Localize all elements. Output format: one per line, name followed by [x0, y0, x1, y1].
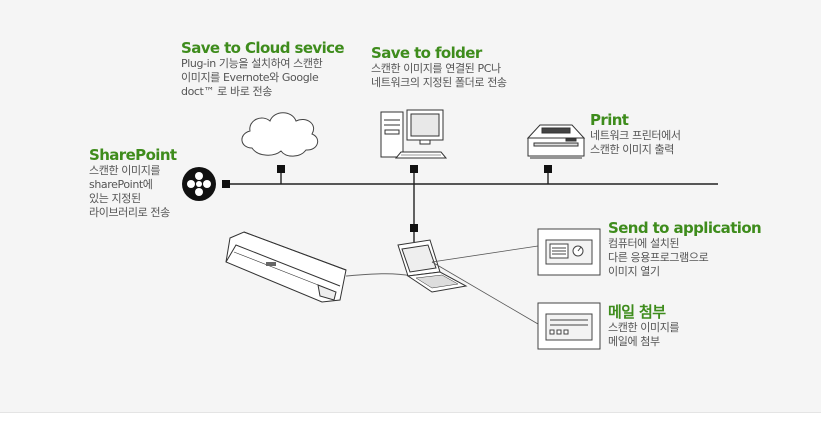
laptop-icon — [397, 239, 468, 293]
network-diagram — [182, 109, 718, 350]
folder-description: 스캔한 이미지를 연결된 PC나 네트워크의 지정된 폴더로 전송 — [371, 62, 507, 89]
folder-connector-node — [410, 165, 418, 173]
desktop-computer-icon — [380, 109, 448, 159]
sharepoint-connector-node — [222, 180, 230, 188]
cloud-connector-node — [277, 165, 285, 173]
folder-title: Save to folder — [371, 44, 482, 62]
mail-description: 스캔한 이미지를 메일에 첨부 — [608, 321, 680, 348]
sharepoint-label-group: SharePoint 스캔한 이미지를 sharePoint에 있는 지정된 라… — [89, 146, 177, 220]
print-title: Print — [590, 111, 629, 129]
mail-title: 메일 첨부 — [608, 303, 666, 321]
cloud-label-group: Save to Cloud sevice Plug-in 기능을 설치하여 스캔… — [181, 39, 345, 99]
application-pointer-line — [431, 245, 539, 263]
print-label-group: Print 네트워크 프린터에서 스캔한 이미지 출력 — [590, 111, 681, 157]
laptop-connector-node — [410, 224, 418, 232]
mail-pointer-line — [431, 261, 539, 325]
mail-label-group: 메일 첨부 스캔한 이미지를 메일에 첨부 — [608, 303, 680, 349]
usb-cable — [345, 273, 413, 277]
cloud-title: Save to Cloud sevice — [181, 39, 345, 57]
sharepoint-description: 스캔한 이미지를 sharePoint에 있는 지정된 라이브러리로 전송 — [89, 164, 170, 219]
application-window-icon — [537, 228, 601, 276]
sharepoint-icon — [182, 167, 216, 201]
cloud-description: Plug-in 기능을 설치하여 스캔한 이미지를 Evernote와 Goog… — [181, 57, 323, 98]
application-description: 컴퓨터에 설치된 다른 응용프로그램으로 이미지 열기 — [608, 237, 709, 278]
application-label-group: Send to application 컴퓨터에 설치된 다른 응용프로그램으로… — [608, 219, 762, 279]
email-window-icon — [537, 302, 601, 350]
print-connector-node — [544, 165, 552, 173]
print-description: 네트워크 프린터에서 스캔한 이미지 출력 — [590, 129, 681, 156]
cloud-icon — [241, 112, 319, 157]
bottom-strip — [0, 413, 821, 424]
application-title: Send to application — [608, 219, 762, 237]
sharepoint-title: SharePoint — [89, 146, 177, 164]
printer-icon — [526, 124, 586, 159]
scanner-icon — [225, 231, 347, 303]
folder-label-group: Save to folder 스캔한 이미지를 연결된 PC나 네트워크의 지정… — [371, 44, 507, 90]
diagram-canvas: Save to Cloud sevice Plug-in 기능을 설치하여 스캔… — [0, 39, 821, 413]
